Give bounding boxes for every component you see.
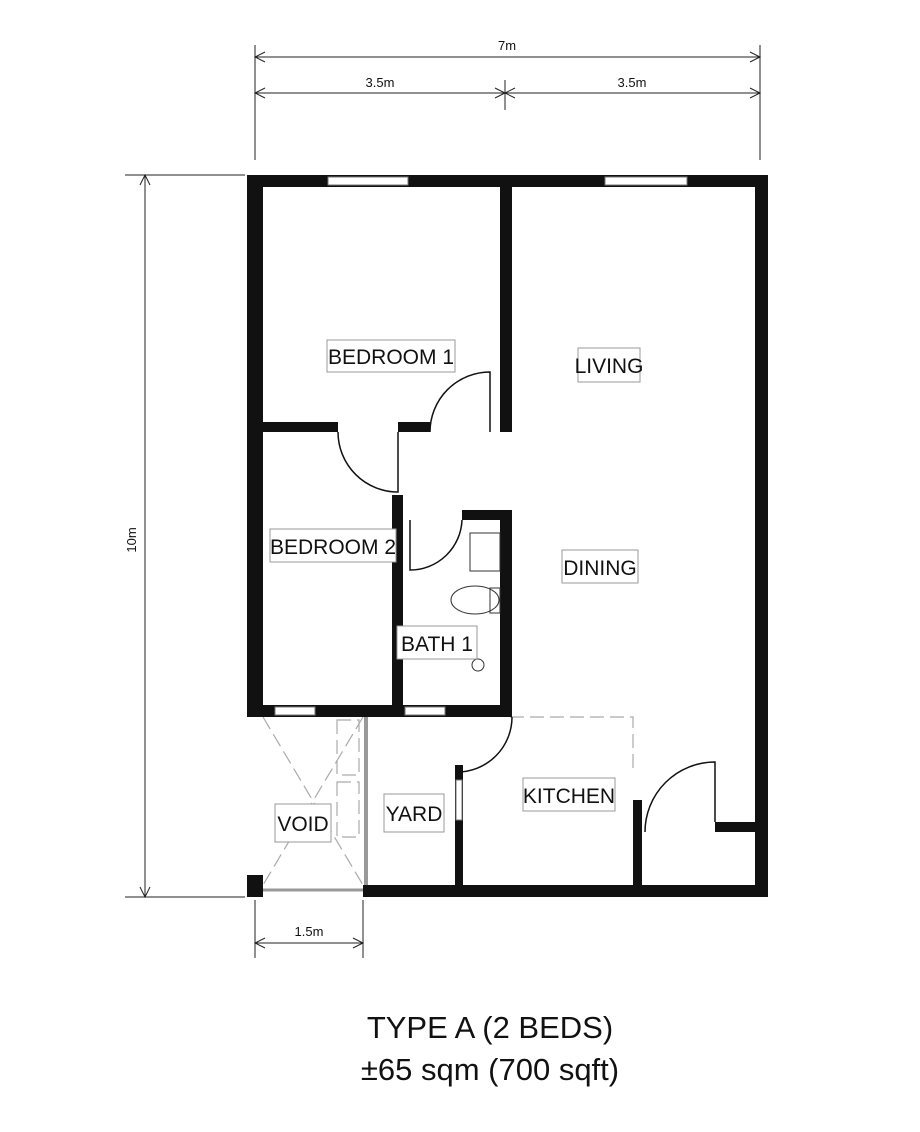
room-living: LIVING <box>575 355 644 378</box>
dim-total-width: 7m <box>498 38 516 53</box>
room-yard: YARD <box>386 803 443 826</box>
room-bedroom-2: BEDROOM 2 <box>270 536 396 559</box>
bath-fixtures <box>450 532 501 672</box>
dim-depth: 10m <box>124 527 139 552</box>
room-bedroom-1: BEDROOM 1 <box>328 346 454 369</box>
room-kitchen: KITCHEN <box>523 785 615 808</box>
dim-left-half: 3.5m <box>366 75 395 90</box>
dimension-lines <box>125 45 762 958</box>
dim-right-half: 3.5m <box>618 75 647 90</box>
room-void: VOID <box>277 813 328 836</box>
windows <box>274 176 688 821</box>
dim-void-width: 1.5m <box>295 924 324 939</box>
room-bath-1: BATH 1 <box>401 633 473 656</box>
plan-area: ±65 sqm (700 sqft) <box>360 1052 620 1087</box>
plan-type-title: TYPE A (2 BEDS) <box>366 1010 614 1045</box>
room-dining: DINING <box>563 557 637 580</box>
void-markings <box>262 716 634 886</box>
doors <box>337 371 716 833</box>
